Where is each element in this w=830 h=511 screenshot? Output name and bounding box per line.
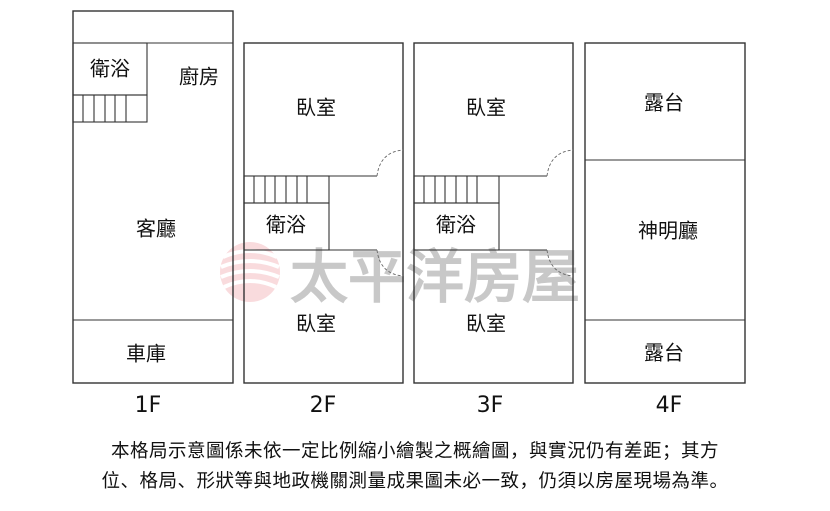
room-label: 露台 xyxy=(644,91,684,115)
floor-4f: 露台 神明廳 露台 4F xyxy=(584,42,746,418)
room-label: 臥室 xyxy=(466,96,506,120)
floor-label: 2F xyxy=(310,393,337,418)
floor-2f: 臥室 衛浴 臥室 2F xyxy=(243,42,404,418)
watermark-text: 太平洋房屋 xyxy=(290,243,580,311)
floor-label: 3F xyxy=(477,393,504,418)
room-label: 衛浴 xyxy=(266,213,306,237)
floor-label: 1F xyxy=(135,393,162,418)
room-label: 廚房 xyxy=(179,65,219,89)
floor-1f: 衛浴 廚房 客廳 車庫 1F xyxy=(72,10,234,418)
watermark-logo-icon xyxy=(220,242,280,302)
disclaimer-line-1: 本格局示意圖係未依一定比例縮小繪製之概繪圖，與實況仍有差距；其方 xyxy=(110,441,719,462)
room-label: 臥室 xyxy=(296,96,336,120)
disclaimer-line-2: 位、格局、形狀等與地政機關測量成果圖未必一致，仍須以房屋現場為準。 xyxy=(101,471,729,492)
room-label: 臥室 xyxy=(296,312,336,336)
room-label: 衛浴 xyxy=(90,57,130,81)
room-label: 臥室 xyxy=(466,312,506,336)
room-label: 神明廳 xyxy=(638,219,698,243)
room-label: 車庫 xyxy=(126,342,166,366)
floor-3f: 臥室 衛浴 臥室 3F xyxy=(413,42,574,418)
floor-label: 4F xyxy=(656,393,683,418)
room-label: 衛浴 xyxy=(436,213,476,237)
room-label: 客廳 xyxy=(136,217,176,241)
stairs-1f xyxy=(72,94,148,123)
room-label: 露台 xyxy=(644,341,684,365)
